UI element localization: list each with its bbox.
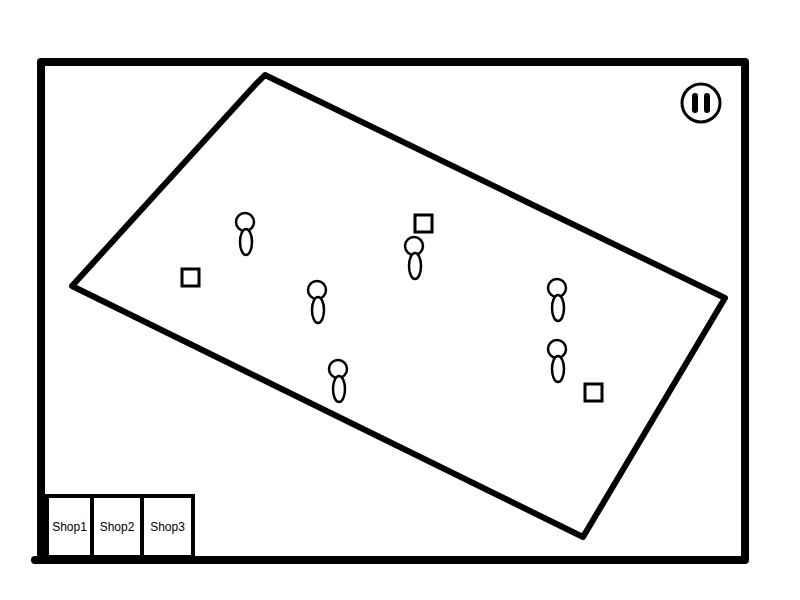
play-field xyxy=(72,75,725,537)
shop-label: Shop1 xyxy=(52,521,87,533)
screen-frame xyxy=(35,62,745,560)
pause-button xyxy=(682,84,720,122)
shop-label: Shop3 xyxy=(150,521,185,533)
players xyxy=(236,213,566,402)
item-squares xyxy=(182,215,602,401)
shop-button: Shop1 xyxy=(45,494,94,559)
shop-button: Shop2 xyxy=(90,494,144,559)
pause-bars xyxy=(692,93,710,113)
shop-button: Shop3 xyxy=(140,494,195,559)
shop-label: Shop2 xyxy=(100,521,135,533)
